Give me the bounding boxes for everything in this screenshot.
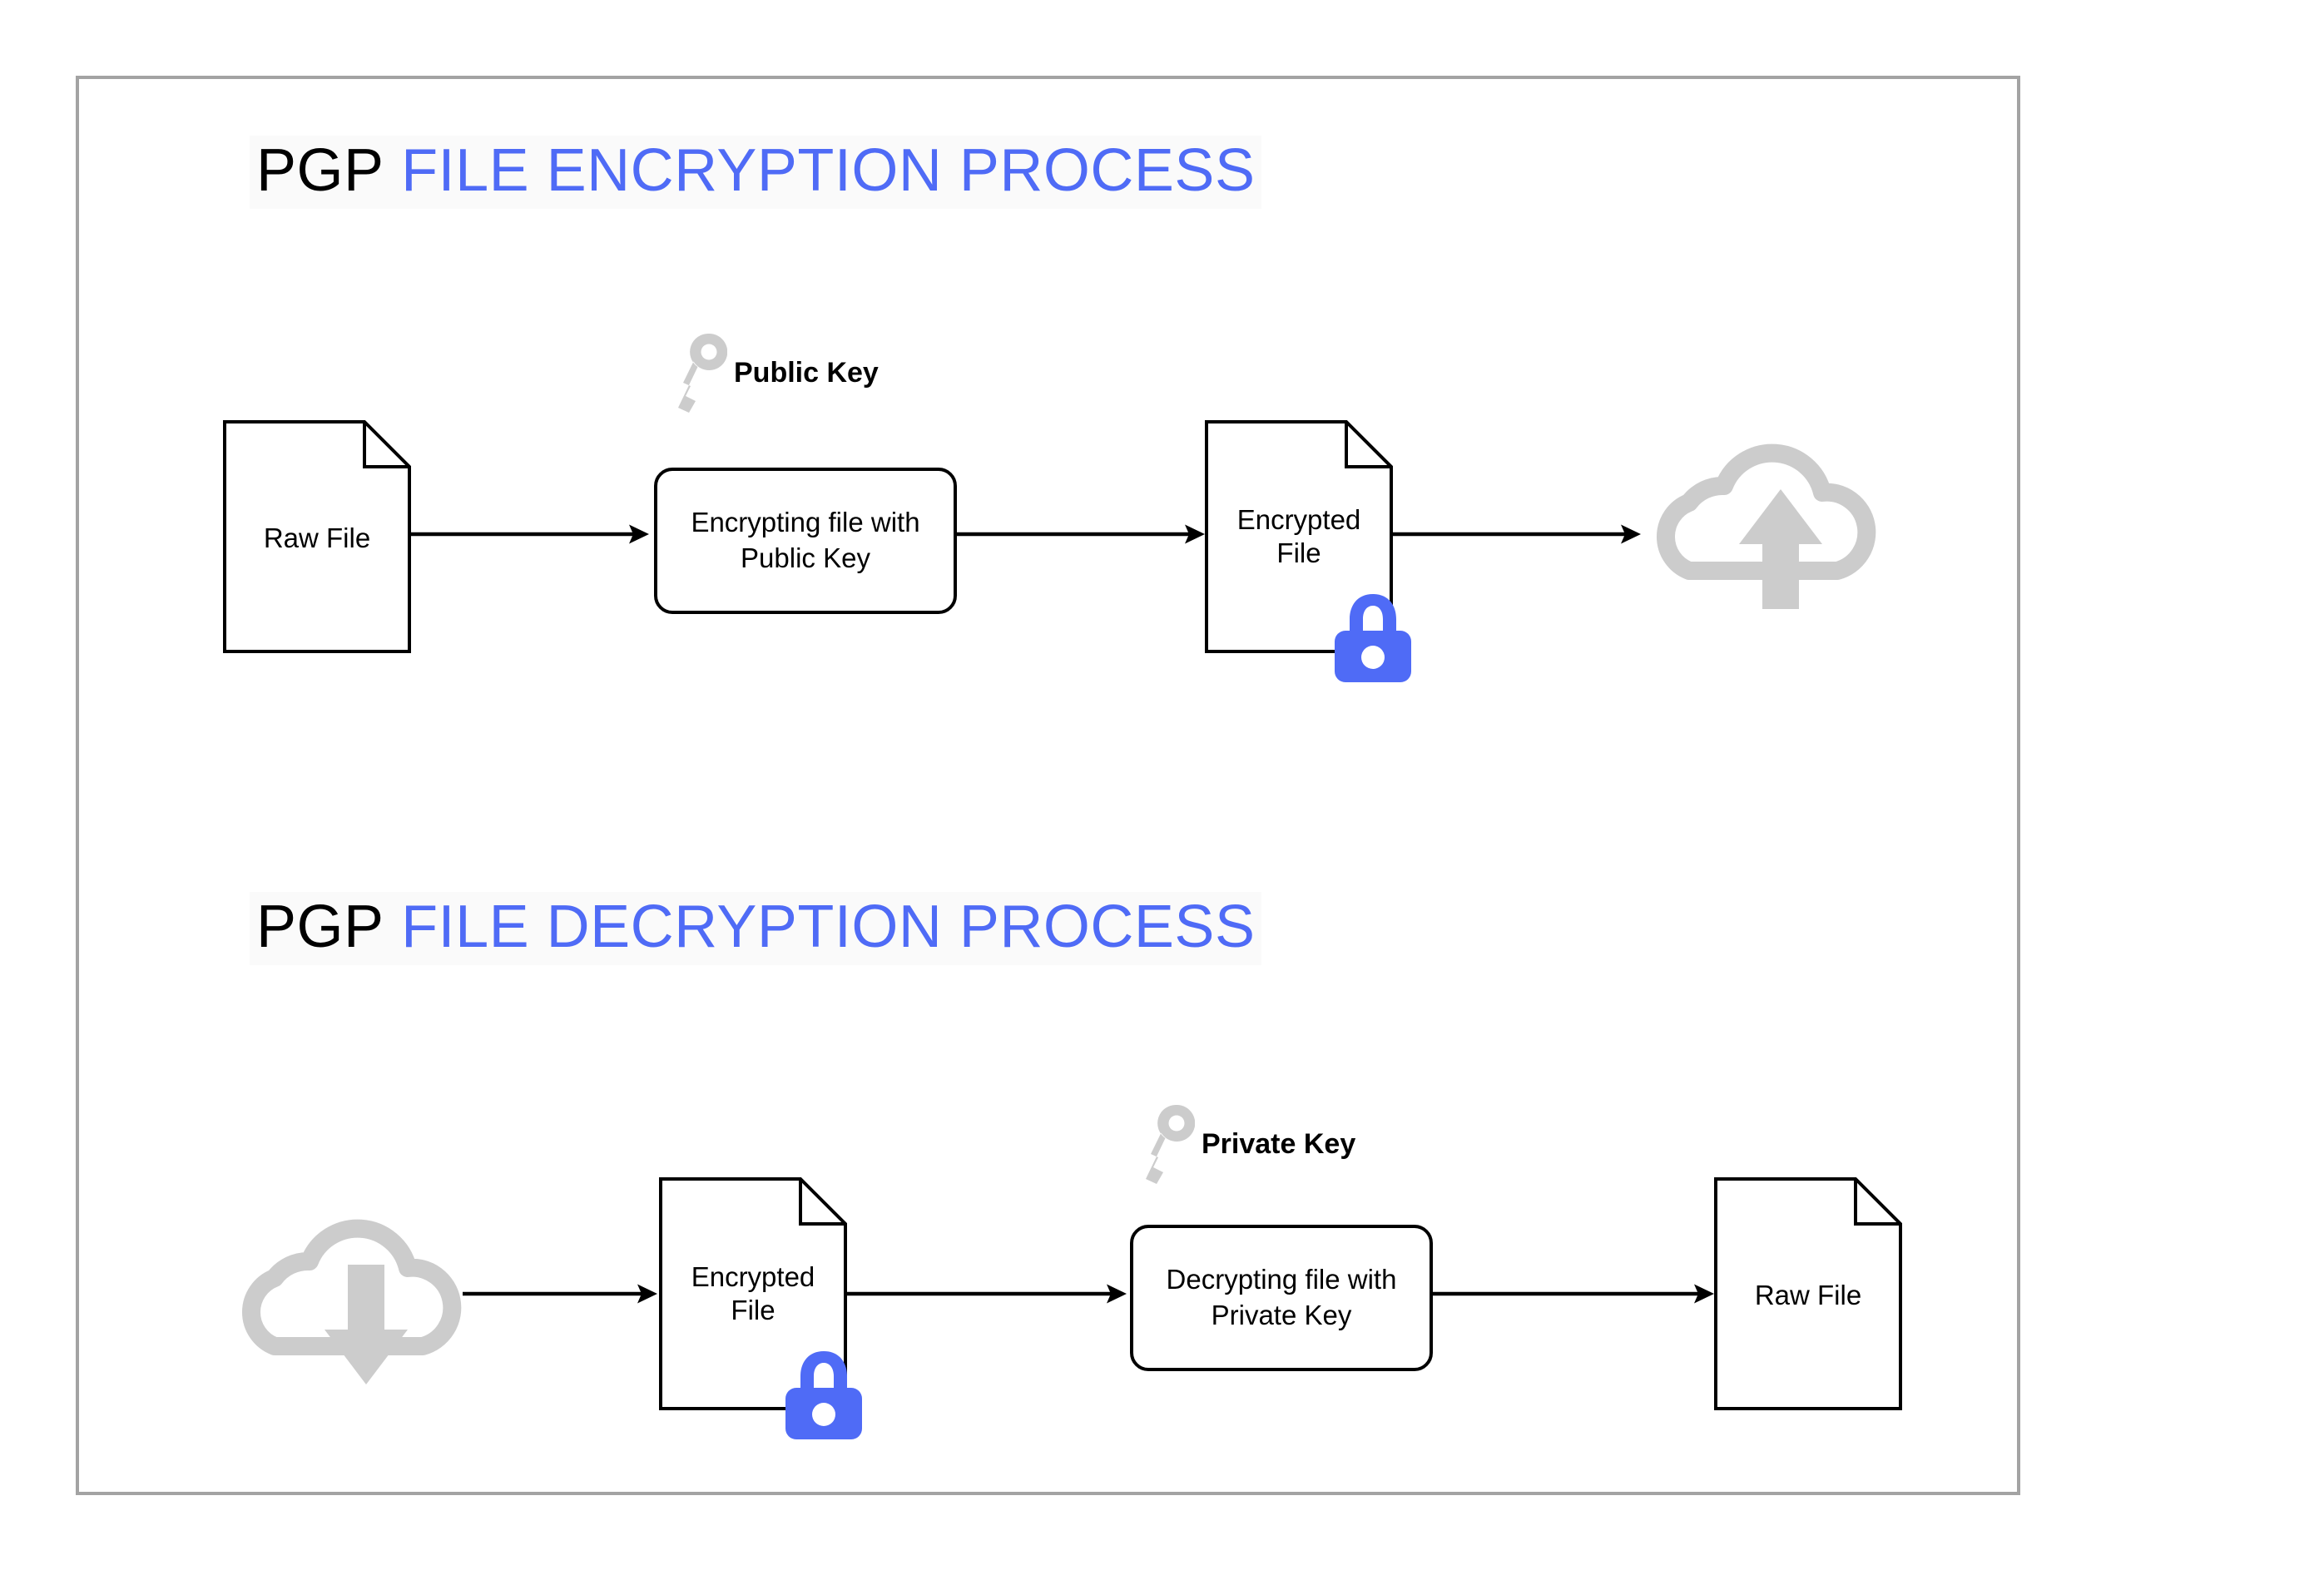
cloud-download-icon	[223, 1206, 469, 1391]
raw-file-label-decryption: Raw File	[1754, 1280, 1862, 1310]
encryption-section-title: PGP FILE ENCRYPTION PROCESS	[250, 136, 1262, 209]
lock-closed-icon-decryption	[780, 1346, 867, 1443]
title-brand-decryption: PGP	[256, 894, 384, 960]
document-shape-icon	[1714, 1177, 1902, 1410]
document-shape-icon	[659, 1177, 847, 1410]
raw-file-document-encryption: Raw File	[223, 420, 411, 653]
public-key-label: Public Key	[734, 356, 879, 389]
cloud-upload-icon	[1638, 431, 1884, 616]
key-icon	[678, 333, 727, 413]
arrow-encryptedfile-to-decrypt	[847, 1282, 1128, 1305]
encrypted-file-document-decryption: Encrypted File	[659, 1177, 847, 1410]
raw-file-label: Raw File	[263, 523, 371, 553]
encrypt-process-box: Encrypting file with Public Key	[654, 468, 957, 614]
decryption-section-title: PGP FILE DECRYPTION PROCESS	[250, 892, 1262, 965]
title-rest-encryption: FILE ENCRYPTION PROCESS	[401, 137, 1256, 204]
encrypted-file-label: Encrypted File	[1236, 504, 1361, 569]
title-rest-decryption: FILE DECRYPTION PROCESS	[401, 894, 1256, 960]
key-icon	[1146, 1104, 1195, 1184]
document-shape-icon	[223, 420, 411, 653]
arrow-cloud-to-encryptedfile	[463, 1282, 659, 1305]
decrypt-process-box: Decrypting file with Private Key	[1130, 1225, 1433, 1371]
arrow-encrypt-to-encryptedfile	[957, 523, 1207, 546]
arrow-decrypt-to-rawfile	[1433, 1282, 1716, 1305]
encrypted-file-document-encryption: Encrypted File	[1205, 420, 1393, 653]
raw-file-document-decryption: Raw File	[1714, 1177, 1902, 1410]
lock-closed-icon-encryption	[1330, 589, 1416, 686]
arrow-rawfile-to-encrypt	[409, 523, 651, 546]
encrypted-file-label-decryption: Encrypted File	[691, 1261, 815, 1326]
private-key-label: Private Key	[1202, 1127, 1356, 1160]
public-key-group: Public Key	[676, 331, 879, 414]
arrow-encryptedfile-to-cloud	[1393, 523, 1643, 546]
title-brand-encryption: PGP	[256, 137, 384, 204]
document-shape-icon	[1205, 420, 1393, 653]
private-key-group: Private Key	[1143, 1102, 1355, 1186]
